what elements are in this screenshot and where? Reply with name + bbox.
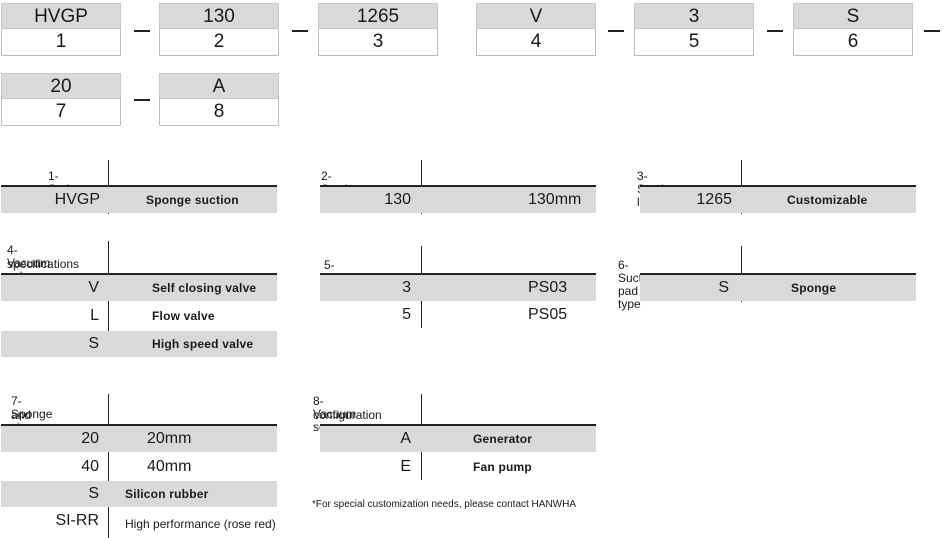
table-row: SI-RR High performance (rose red) <box>1 508 277 534</box>
table-row: 20 20mm <box>1 426 277 452</box>
option-desc: PS05 <box>528 306 568 323</box>
separator-dash <box>292 30 308 32</box>
table-row: L Flow valve <box>1 303 277 329</box>
code-value: HVGP <box>1 3 121 29</box>
table-row: S Sponge <box>640 275 916 301</box>
option-desc: PS03 <box>528 279 568 296</box>
table-row: 40 40mm <box>1 454 277 480</box>
option-desc: Silicon rubber <box>125 487 209 501</box>
option-desc: Generator <box>473 432 533 446</box>
table-header-line2: configuration <box>313 408 382 422</box>
header-rule <box>1 424 277 426</box>
header-rule <box>1 273 277 275</box>
separator-dash <box>608 30 624 32</box>
code-index: 6 <box>793 29 913 56</box>
option-desc: High speed valve <box>152 337 254 351</box>
code-index: 4 <box>476 29 596 56</box>
option-code: SI-RR <box>55 512 99 529</box>
option-code: S <box>88 335 99 352</box>
table-row: 130 130mm <box>320 187 596 213</box>
header-rule <box>640 185 916 187</box>
option-code: A <box>400 430 411 447</box>
option-desc: Self closing valve <box>152 281 257 295</box>
table-row: 3 PS03 <box>320 275 596 301</box>
code-index: 3 <box>318 29 438 56</box>
code-index: 5 <box>634 29 754 56</box>
option-desc: Flow valve <box>152 309 215 323</box>
option-desc: High performance (rose red) <box>125 517 276 531</box>
option-code: E <box>400 458 411 475</box>
code-box-source: A 8 <box>159 73 279 126</box>
code-box-sponge: 20 7 <box>1 73 121 126</box>
header-rule <box>320 424 596 426</box>
code-value: 3 <box>634 3 754 29</box>
option-desc: 20mm <box>147 430 192 447</box>
option-desc: Sponge <box>791 281 837 295</box>
table-row: 5 PS05 <box>320 302 596 328</box>
customization-note: *For special customization needs, please… <box>312 499 577 510</box>
option-code: 130 <box>384 191 411 208</box>
table-row: V Self closing valve <box>1 275 277 301</box>
option-code: 3 <box>402 279 411 296</box>
table-header-line2: specifications <box>7 257 80 271</box>
code-index: 2 <box>159 29 279 56</box>
table-row: S Silicon rubber <box>1 481 277 507</box>
table-header: 6- Suction pad type <box>618 258 659 311</box>
separator-dash <box>924 30 940 32</box>
option-code: S <box>718 279 729 296</box>
table-row: S High speed valve <box>1 331 277 357</box>
option-code: L <box>90 307 99 324</box>
option-code: 40 <box>81 458 99 475</box>
code-index: 8 <box>159 99 279 126</box>
header-rule <box>640 273 916 275</box>
option-code: 20 <box>81 430 99 447</box>
option-desc: Sponge suction <box>146 193 239 207</box>
option-desc: Customizable <box>787 193 868 207</box>
code-box-design: 3 5 <box>634 3 754 56</box>
code-box-series: HVGP 1 <box>1 3 121 56</box>
code-value: S <box>793 3 913 29</box>
option-code: 1265 <box>696 191 732 208</box>
code-box-width: 130 2 <box>159 3 279 56</box>
code-box-length: 1265 3 <box>318 3 438 56</box>
table-row: E Fan pump <box>320 454 596 480</box>
option-desc: Fan pump <box>473 460 532 474</box>
column-divider <box>108 394 109 538</box>
header-rule <box>1 185 277 187</box>
option-desc: 40mm <box>147 458 192 475</box>
header-rule <box>320 185 596 187</box>
code-value: A <box>159 73 279 99</box>
code-value: V <box>476 3 596 29</box>
table-row: A Generator <box>320 426 596 452</box>
code-value: 130 <box>159 3 279 29</box>
code-index: 7 <box>1 99 121 126</box>
table-row: 1265 Customizable <box>640 187 916 213</box>
code-value: 1265 <box>318 3 438 29</box>
option-code: S <box>88 485 99 502</box>
separator-dash <box>134 30 150 32</box>
code-index: 1 <box>1 29 121 56</box>
option-code: 5 <box>402 306 411 323</box>
option-desc: 130mm <box>528 191 582 208</box>
table-row: HVGP Sponge suction <box>1 187 277 213</box>
separator-dash <box>767 30 783 32</box>
option-code: HVGP <box>54 191 100 208</box>
header-rule <box>320 273 596 275</box>
code-box-pad: S 6 <box>793 3 913 56</box>
separator-dash <box>134 99 150 101</box>
code-value: 20 <box>1 73 121 99</box>
code-box-valve: V 4 <box>476 3 596 56</box>
option-code: V <box>88 279 99 296</box>
